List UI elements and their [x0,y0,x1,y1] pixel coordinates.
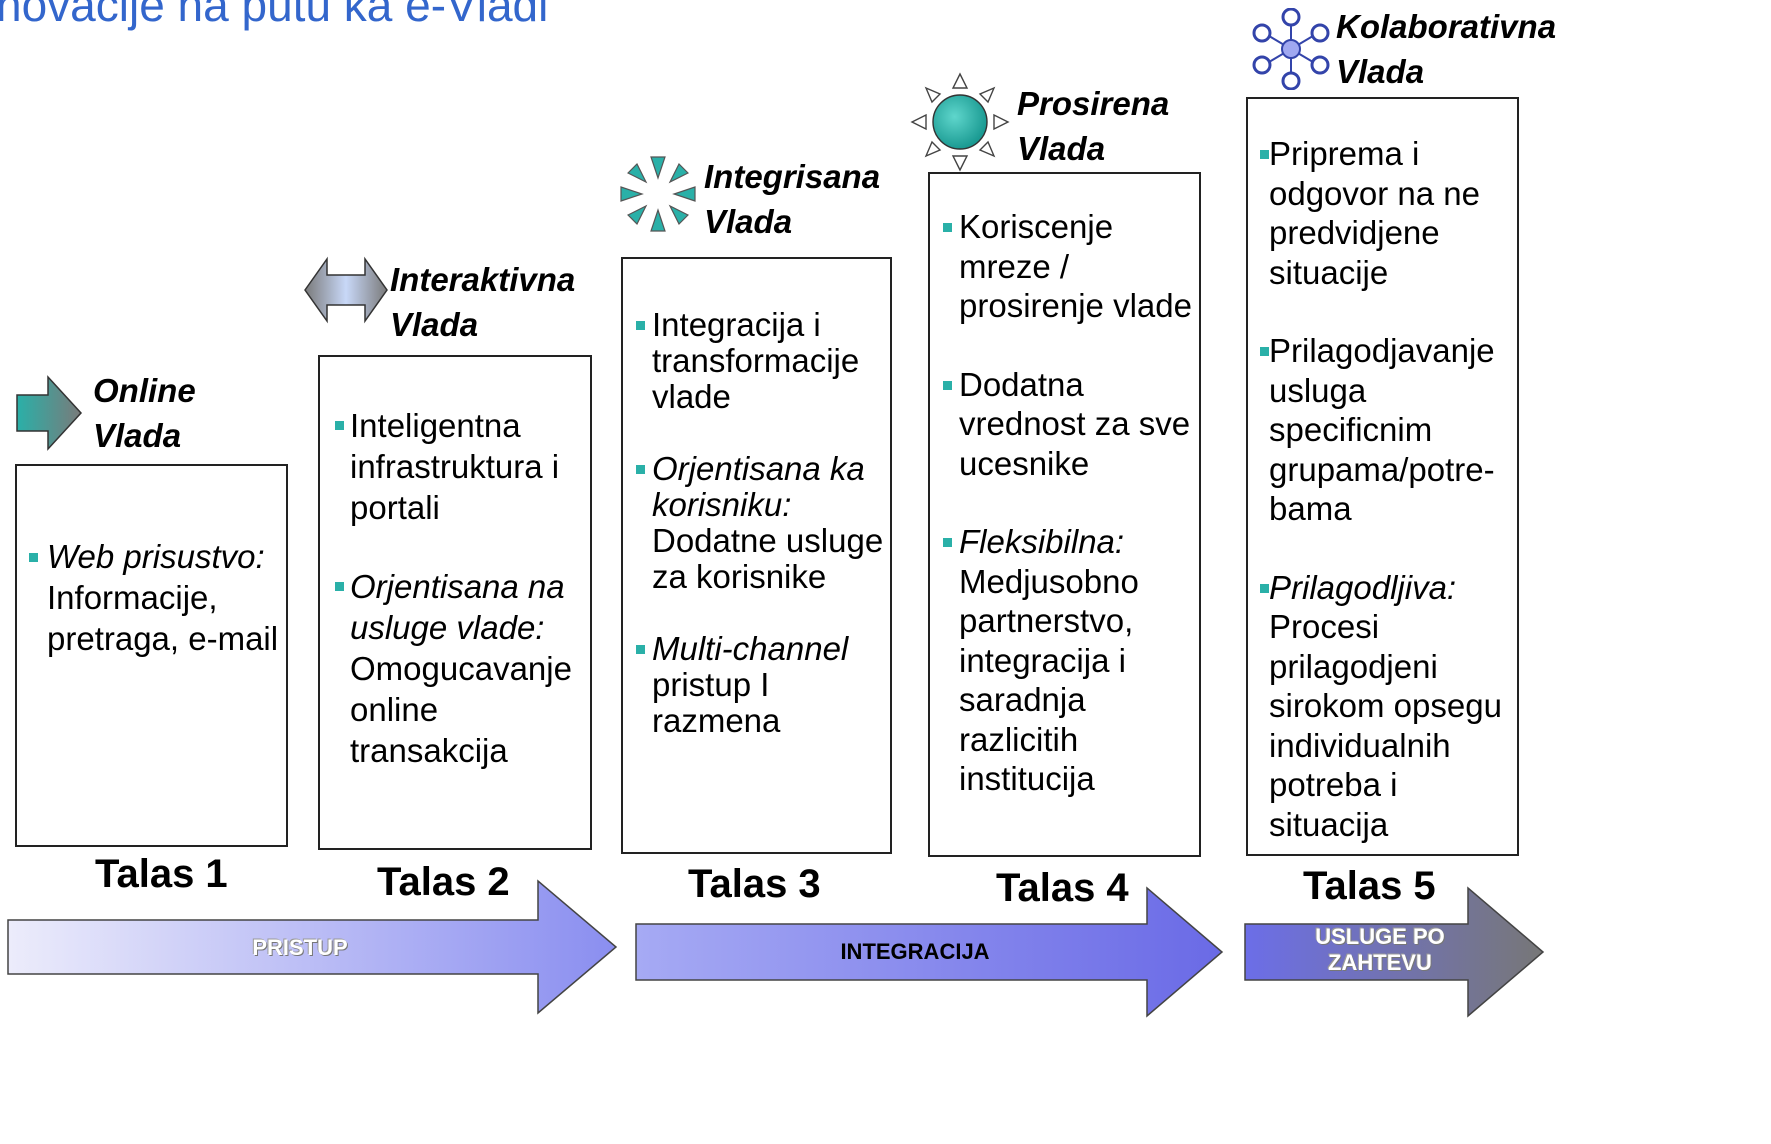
stage-title-prosirena: Prosirena Vlada [1017,81,1169,171]
bullet-list: Web prisustvo: Informacije, pretraga, e-… [29,536,287,659]
arrow-label-usluge-line1: USLUGE PO [1315,924,1445,949]
stage-box-online: Web prisustvo: Informacije, pretraga, e-… [15,464,288,847]
stage-title-line2: Vlada [1336,53,1425,90]
bullet-item: Web prisustvo: Informacije, pretraga, e-… [29,536,287,659]
bullet-square-icon [636,321,645,330]
bullet-square-icon [29,553,38,562]
arrow-integracija [635,886,1224,1018]
bullet-text: Inteligentna infrastruktura i portali [350,407,560,526]
arrow-pristup [7,879,618,1015]
bullet-text: Omogucavanje online transakcija [350,650,572,769]
right-arrow-icon [16,375,83,451]
arrow-label-usluge: USLUGE PO ZAHTEVU [1270,924,1490,976]
bullet-square-icon [1260,347,1269,356]
sun-icon [910,72,1010,172]
stage-title-integrisana: Integrisana Vlada [704,154,880,244]
stage-box-prosirena: Koriscenje mreze / prosirenje vlade Doda… [928,172,1201,857]
bullet-item: Koriscenje mreze / prosirenje vlade [943,207,1199,326]
bullet-list: Koriscenje mreze / prosirenje vlade Doda… [943,207,1199,799]
bullet-lead: Prilagodljiva: [1269,568,1457,606]
stage-box-interaktivna: Inteligentna infrastruktura i portali Or… [318,355,592,850]
bullet-text: Medjusobno partnerstvo, integracija i sa… [959,562,1139,798]
bullet-text: Dodatna vrednost za sve ucesnike [959,365,1191,482]
stage-title-online: Online Vlada [93,368,196,458]
converging-triangles-icon [620,156,696,232]
bullet-text: Priprema i odgovor na ne predvidjene sit… [1269,135,1481,291]
bullet-list: Inteligentna infrastruktura i portali Or… [335,405,586,771]
stage-title-line1: Prosirena [1017,85,1170,122]
bullet-text: Procesi prilagodjeni sirokom opsegu indi… [1269,608,1502,843]
wave-label-4: Talas 4 [996,866,1129,910]
double-arrow-icon [304,256,388,324]
bullet-text: Integracija i transformacije vlade [652,306,860,415]
bullet-text: Koriscenje mreze / prosirenje vlade [959,208,1192,324]
stage-title-line1: Interaktivna [390,261,576,298]
stage-title-interaktivna: Interaktivna Vlada [390,257,575,347]
stage-title-line2: Vlada [1017,130,1106,167]
stage-title-line1: Online [93,372,196,409]
bullet-square-icon [1260,583,1269,593]
bullet-square-icon [335,421,344,430]
stage-title-line1: Integrisana [704,158,881,195]
bullet-item: Orjentisana na usluge vlade: Omogucavanj… [335,566,586,771]
bullet-square-icon [636,465,645,474]
bullet-lead: Orjentisana na usluge vlade: [350,568,565,646]
stage-title-kolaborativna: Kolaborativna Vlada [1336,4,1556,94]
bullet-item: Multi-channel pristup I razmena [636,630,886,739]
bullet-square-icon [943,380,952,390]
stage-title-line1: Kolaborativna [1336,8,1557,45]
bullet-lead: Fleksibilna: [959,523,1125,560]
bullet-square-icon [943,223,952,232]
phase-arrows [7,879,1545,1018]
bullet-item: Prilagodljiva: Procesi prilagodjeni siro… [1260,568,1517,845]
page-title: novacije na putu ka e-Vladi [0,0,549,31]
bullet-item: Integracija i transformacije vlade [636,306,886,415]
stage-title-line2: Vlada [704,203,793,240]
bullet-square-icon [943,538,952,547]
network-hub-icon [1252,8,1330,90]
wave-label-3: Talas 3 [688,862,821,906]
bullet-lead: Orjentisana ka korisniku: [652,450,865,523]
bullet-square-icon [636,645,645,654]
stage-title-line2: Vlada [93,417,182,454]
arrow-usluge [1244,886,1545,1018]
bullet-list: Integracija i transformacije vlade Orjen… [636,306,886,739]
bullet-square-icon [335,582,344,591]
bullet-text: Prilagodjavanje usluga specificnim grupa… [1269,332,1495,527]
wave-label-1: Talas 1 [95,852,228,896]
bullet-item: Inteligentna infrastruktura i portali [335,405,586,528]
bullet-text: Dodatne usluge za korisnike [652,522,884,595]
bullet-item: Dodatna vrednost za sve ucesnike [943,365,1199,484]
arrow-label-pristup: PRISTUP [252,935,348,960]
bullet-lead: Multi-channel [652,630,849,667]
stage-title-line2: Vlada [390,306,479,343]
bullet-item: Fleksibilna: Medjusobno partnerstvo, int… [943,522,1199,799]
bullet-item: Priprema i odgovor na ne predvidjene sit… [1260,134,1517,292]
bullet-text: Informacije, pretraga, e-mail [47,579,279,657]
arrow-label-integracija: INTEGRACIJA [840,939,990,964]
stage-box-kolaborativna: Priprema i odgovor na ne predvidjene sit… [1246,97,1519,856]
wave-label-2: Talas 2 [377,860,510,904]
bullet-lead: Web prisustvo: [47,538,265,575]
arrow-label-usluge-line2: ZAHTEVU [1328,950,1432,975]
bullet-item: Prilagodjavanje usluga specificnim grupa… [1260,331,1517,529]
bullet-item: Orjentisana ka korisniku: Dodatne usluge… [636,450,886,595]
bullet-list: Priprema i odgovor na ne predvidjene sit… [1260,134,1517,845]
bullet-square-icon [1260,150,1269,159]
bullet-text: pristup I razmena [652,666,781,739]
stage-box-integrisana: Integracija i transformacije vlade Orjen… [621,257,892,854]
wave-label-5: Talas 5 [1303,864,1436,908]
